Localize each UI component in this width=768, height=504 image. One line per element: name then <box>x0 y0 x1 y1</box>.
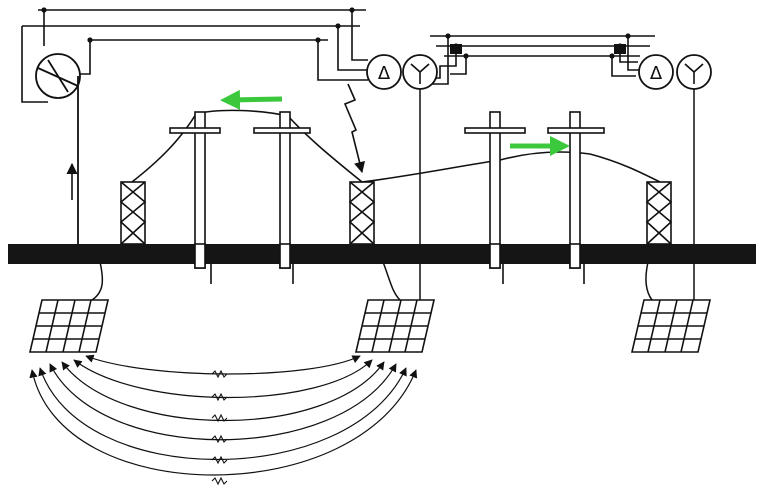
tower-left <box>119 181 147 245</box>
flow-arrow-left-icon <box>220 89 283 110</box>
wire-e <box>337 26 368 71</box>
transformer-symbol <box>35 53 81 262</box>
tower-right <box>645 181 673 245</box>
delta-glyph: Δ <box>650 63 663 84</box>
resistance-squiggles <box>211 369 228 486</box>
tower-center <box>348 181 376 245</box>
delta-wye-right: Δ <box>638 54 712 300</box>
down-leads <box>91 261 653 301</box>
ground-grid-center <box>354 299 436 353</box>
wire-k <box>611 56 636 77</box>
wire-b <box>21 26 48 103</box>
delta-wye-center: Δ <box>366 54 438 320</box>
ground-grid-right <box>630 299 712 353</box>
wire-g <box>433 46 457 79</box>
delta-winding <box>638 54 674 90</box>
earth-surface <box>8 244 756 264</box>
wire-d <box>351 10 368 61</box>
lightning-icon <box>343 83 365 174</box>
wire-h <box>450 56 467 75</box>
pole-butt-outline <box>194 243 585 284</box>
wire-l <box>627 36 640 71</box>
wire-f <box>317 40 368 81</box>
wye-icon <box>684 63 704 84</box>
lattice-tower <box>119 181 673 245</box>
top-wiring <box>21 9 655 103</box>
wire-c <box>80 40 91 75</box>
grounding-mat <box>28 299 712 353</box>
delta-winding <box>366 54 402 90</box>
ground-grid-left <box>28 299 110 353</box>
pole-butts <box>195 244 580 268</box>
wire-i <box>432 36 449 85</box>
delta-glyph: Δ <box>378 63 391 84</box>
junction-dots <box>41 7 631 59</box>
earth-current-arcs <box>29 354 418 476</box>
wye-icon <box>410 63 430 84</box>
